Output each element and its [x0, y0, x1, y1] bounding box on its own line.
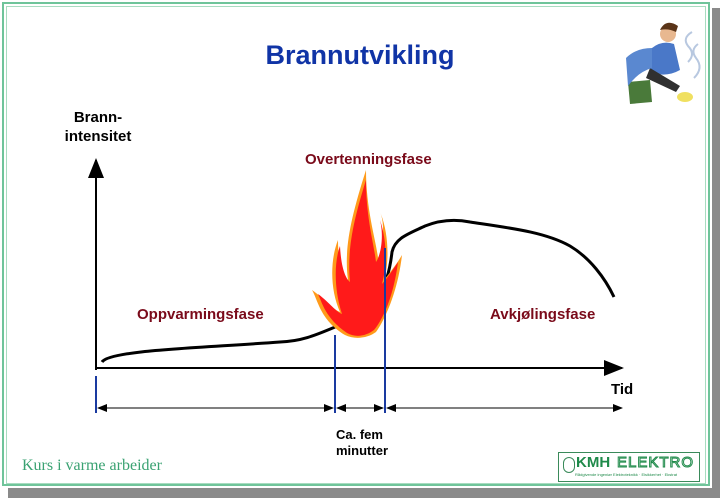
flashover-phase-label: Overtenningsfase: [305, 151, 432, 168]
logo-brand-outline: ELEKTRO: [616, 454, 695, 472]
frame-shadow-right: [712, 8, 720, 498]
cooling-phase-label: Avkjølingsfase: [490, 306, 596, 323]
y-axis-label: Brann- intensitet: [64, 109, 132, 145]
footer-course-title: Kurs i varme arbeider: [22, 457, 162, 474]
frame-shadow-bottom: [8, 488, 720, 498]
slide-title: Brannutvikling: [265, 40, 455, 70]
duration-note: Ca. fem minutter: [336, 427, 388, 458]
welder-clipart: [626, 22, 701, 104]
fire-intensity-curve: [100, 218, 616, 364]
slide-frame-inner: [6, 6, 706, 484]
flame-icon: [312, 170, 402, 338]
x-axis-label: Tid: [611, 381, 634, 398]
logo-symbol-icon: [563, 457, 575, 473]
company-logo: KMH ELEKTRO Rådgivende ingeniør Elektrot…: [558, 452, 700, 482]
logo-brand-bold: KMH: [576, 454, 611, 471]
logo-tagline: Rådgivende ingeniør Elektroteknikk · Els…: [575, 472, 678, 477]
heating-phase-label: Oppvarmingsfase: [137, 306, 264, 323]
